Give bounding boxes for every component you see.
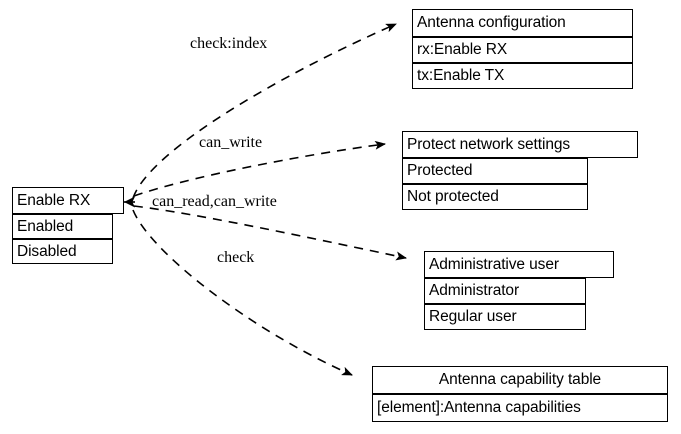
node-enable-rx-header: Enable RX <box>12 187 124 214</box>
node-protect-network-settings-row-0: Protected <box>402 158 588 184</box>
node-administrative-user-row-0: Administrator <box>424 278 586 304</box>
edge-check-line <box>132 209 353 376</box>
hub-arrowhead-icon <box>124 196 135 208</box>
edge-check-index-line <box>132 23 397 199</box>
edge-can-write-line <box>133 140 386 197</box>
edge-label-check-index: check:index <box>190 35 268 52</box>
edge-can-read-can-write-line <box>133 205 407 261</box>
node-administrative-user-header: Administrative user <box>424 251 614 278</box>
node-antenna-configuration-row-0: rx:Enable RX <box>412 37 633 63</box>
edge-label-check: check <box>217 249 255 266</box>
node-enable-rx-row-1: Disabled <box>12 239 113 264</box>
node-antenna-configuration-header: Antenna configuration <box>412 9 633 37</box>
node-administrative-user-row-1: Regular user <box>424 304 586 330</box>
edge-label-can-read-can-write: can_read,can_write <box>152 193 277 210</box>
node-antenna-capability-table-row-0: [element]:Antenna capabilities <box>372 394 668 422</box>
node-enable-rx-row-0: Enabled <box>12 214 113 239</box>
node-antenna-configuration-row-1: tx:Enable TX <box>412 63 633 89</box>
edge-label-can-write: can_write <box>199 134 263 151</box>
node-antenna-capability-table-header: Antenna capability table <box>372 366 668 394</box>
node-protect-network-settings-row-1: Not protected <box>402 184 588 210</box>
node-protect-network-settings-header: Protect network settings <box>402 131 638 158</box>
